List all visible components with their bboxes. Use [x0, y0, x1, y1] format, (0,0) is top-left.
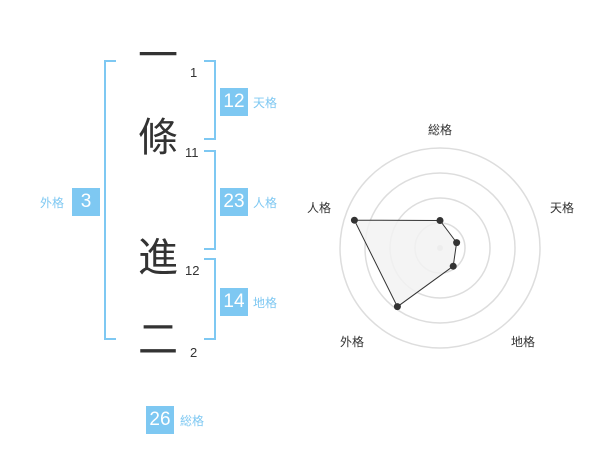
name-char-1: 一: [138, 33, 178, 79]
gaikaku-bracket: [104, 60, 116, 340]
radar-point-tenkaku: [453, 239, 461, 247]
soukaku-label: 総格: [180, 414, 205, 428]
tenkaku-value: 12: [220, 88, 248, 116]
name-char-3: 進: [138, 235, 178, 281]
radar-point-soukaku: [436, 217, 444, 224]
radar-points: [350, 216, 461, 311]
chikaku-value: 14: [220, 288, 248, 316]
jinkaku-label: 人格: [253, 196, 278, 210]
radar-label-chikaku: 地格: [511, 335, 536, 349]
stroke-count-3: 12: [185, 263, 200, 278]
stroke-count-2: 11: [185, 145, 199, 160]
tenkaku-bracket: [204, 60, 216, 140]
chikaku-bracket: [204, 258, 216, 340]
radar-point-jinkaku: [350, 216, 358, 224]
radar-label-gaikaku: 外格: [340, 335, 365, 349]
tenkaku-label: 天格: [253, 96, 278, 110]
gaikaku-label: 外格: [40, 196, 65, 210]
radar-label-tenkaku: 天格: [550, 201, 575, 215]
stroke-count-4: 2: [190, 345, 198, 360]
name-char-2: 條: [138, 115, 178, 161]
chikaku-label: 地格: [253, 296, 278, 310]
radar-point-chikaku: [449, 262, 457, 270]
radar-label-soukaku: 総格: [428, 123, 453, 137]
jinkaku-bracket: [204, 150, 216, 250]
gaikaku-value: 3: [72, 188, 100, 216]
radar-chart: [339, 147, 541, 349]
radar-point-gaikaku: [393, 303, 401, 311]
radar-label-jinkaku: 人格: [307, 201, 332, 215]
jinkaku-value: 23: [220, 188, 248, 216]
stroke-count-1: 1: [190, 65, 198, 80]
soukaku-value: 26: [146, 406, 174, 434]
name-char-4: 二: [138, 317, 178, 363]
radar-data-area: [353, 219, 458, 308]
